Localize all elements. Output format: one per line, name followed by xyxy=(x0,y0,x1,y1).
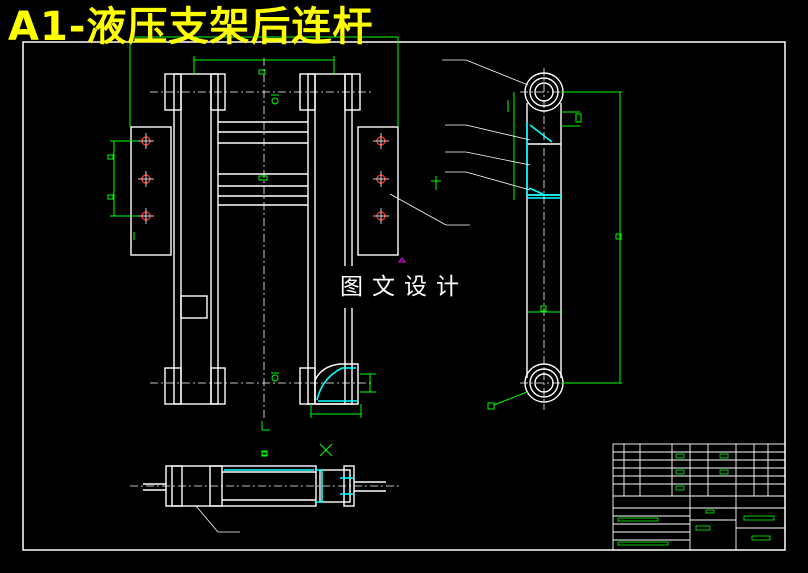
front-view-section-hatch xyxy=(316,367,357,402)
front-view xyxy=(130,73,399,405)
bottom-view-annotations xyxy=(261,443,333,457)
front-view-labels xyxy=(261,94,279,431)
leader-bottom xyxy=(195,505,240,533)
side-view-dimensions xyxy=(487,91,622,410)
drawing-title: A1-液压支架后连杆 xyxy=(8,4,374,50)
hole-crosshairs xyxy=(138,133,389,224)
title-block xyxy=(612,443,786,551)
side-view-leaders xyxy=(442,59,531,191)
leader-5 xyxy=(389,193,470,226)
marker-arrow xyxy=(398,257,406,263)
side-plate-holes xyxy=(141,136,386,221)
front-view-dimensions xyxy=(107,36,399,457)
watermark-text: 图文设计 xyxy=(318,266,490,308)
outer-frame xyxy=(22,41,786,551)
gap-symbol xyxy=(431,176,441,190)
title-block-cells xyxy=(617,453,775,546)
side-view-centerlines xyxy=(520,68,570,410)
front-view-centerlines xyxy=(150,58,372,420)
